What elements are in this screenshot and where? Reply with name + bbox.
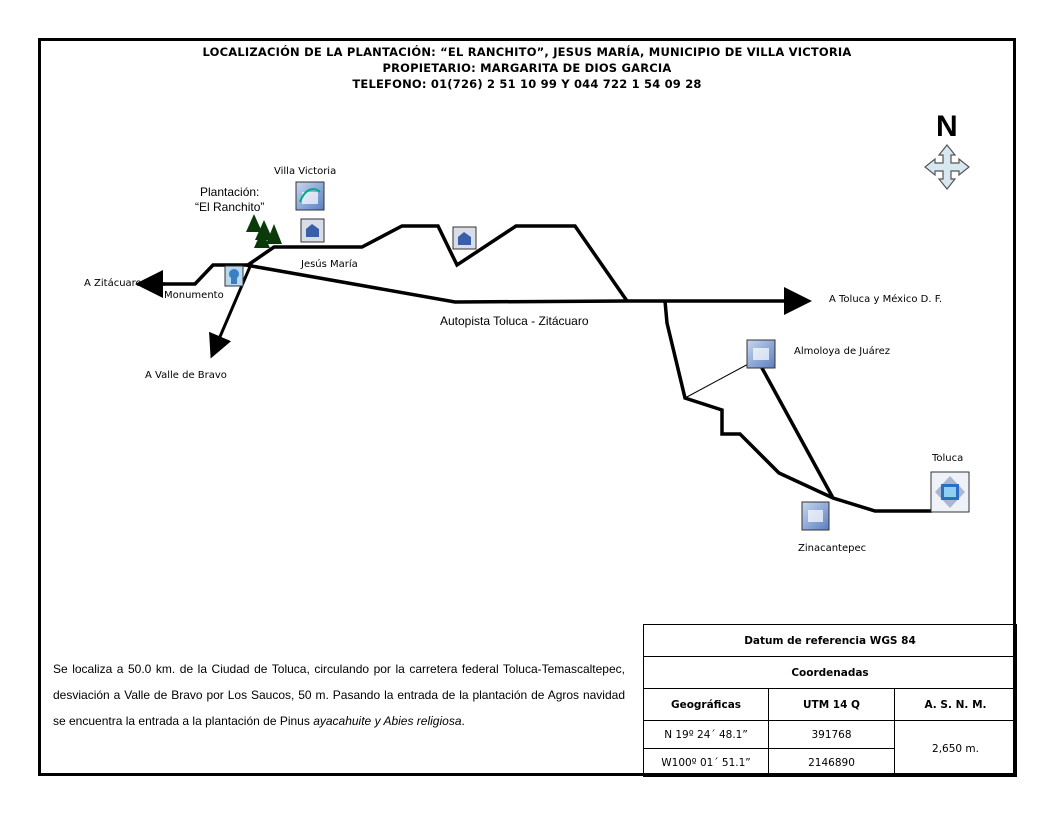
table-cell: 2146890	[768, 748, 895, 777]
header-title: LOCALIZACIÓN DE LA PLANTACIÓN: “EL RANCH…	[202, 45, 852, 59]
label-a-valle-de-bravo: A Valle de Bravo	[145, 370, 227, 381]
label-a-toluca-mexico: A Toluca y México D. F.	[829, 293, 942, 305]
table-cell: N 19º 24´ 48.1”	[643, 720, 769, 749]
north-label: N	[936, 110, 958, 143]
map-header: LOCALIZACIÓN DE LA PLANTACIÓN: “EL RANCH…	[38, 44, 1016, 92]
road-valle-de-bravo	[209, 261, 254, 359]
road-autopista	[245, 263, 812, 315]
town-icon-villa-victoria	[295, 181, 325, 211]
church-icon-jesus-maria	[300, 218, 325, 243]
table-cell: 391768	[768, 720, 895, 749]
road-toluca-branch	[663, 300, 932, 513]
header-owner: PROPIETARIO: MARGARITA DE DIOS GARCIA	[382, 61, 672, 75]
description-italic: ayacahuite y Abies religiosa	[313, 714, 462, 728]
table-header: UTM 14 Q	[768, 688, 895, 721]
road-federal	[140, 224, 629, 302]
pine-trees-icon	[246, 214, 282, 248]
table-title: Datum de referencia WGS 84	[643, 624, 1017, 657]
table-cell-altitude: 2,650 m.	[894, 720, 1017, 777]
road-almoloya	[754, 356, 835, 499]
label-zinacantepec: Zinacantepec	[798, 543, 866, 554]
label-almoloya: Almoloya de Juárez	[794, 345, 890, 357]
monument-icon	[224, 265, 244, 287]
table-cell: W100º 01´ 51.1”	[643, 748, 769, 777]
header-phone: TELEFONO: 01(726) 2 51 10 99 Y 044 722 1…	[352, 77, 702, 91]
town-icon-zinacantepec	[801, 501, 830, 531]
coordinates-table: Datum de referencia WGS 84 Coordenadas G…	[643, 624, 1017, 777]
location-description: Se localiza a 50.0 km. de la Ciudad de T…	[53, 656, 625, 734]
church-icon-road	[452, 226, 477, 250]
city-icon-toluca	[930, 471, 970, 513]
table-header: A. S. N. M.	[894, 688, 1017, 721]
label-monumento: Monumento	[164, 290, 224, 301]
label-toluca: Toluca	[931, 453, 963, 464]
map-frame	[38, 38, 1016, 776]
town-icon-almoloya	[746, 339, 776, 369]
north-arrow-icon	[924, 144, 970, 190]
label-a-zitacuaro: A Zitácuaro	[84, 277, 142, 289]
label-el-ranchito: “El Ranchito”	[195, 200, 264, 214]
description-text: Se localiza a 50.0 km. de la Ciudad de T…	[53, 662, 625, 728]
table-header: Geográficas	[643, 688, 769, 721]
description-end: .	[461, 714, 465, 728]
table-subtitle: Coordenadas	[643, 656, 1017, 689]
label-plantacion: Plantación:	[200, 185, 259, 199]
label-jesus-maria: Jesús María	[300, 258, 358, 270]
label-autopista: Autopista Toluca - Zitácuaro	[440, 314, 589, 328]
label-villa-victoria: Villa Victoria	[274, 166, 336, 177]
road-almoloya-thin	[684, 361, 753, 399]
